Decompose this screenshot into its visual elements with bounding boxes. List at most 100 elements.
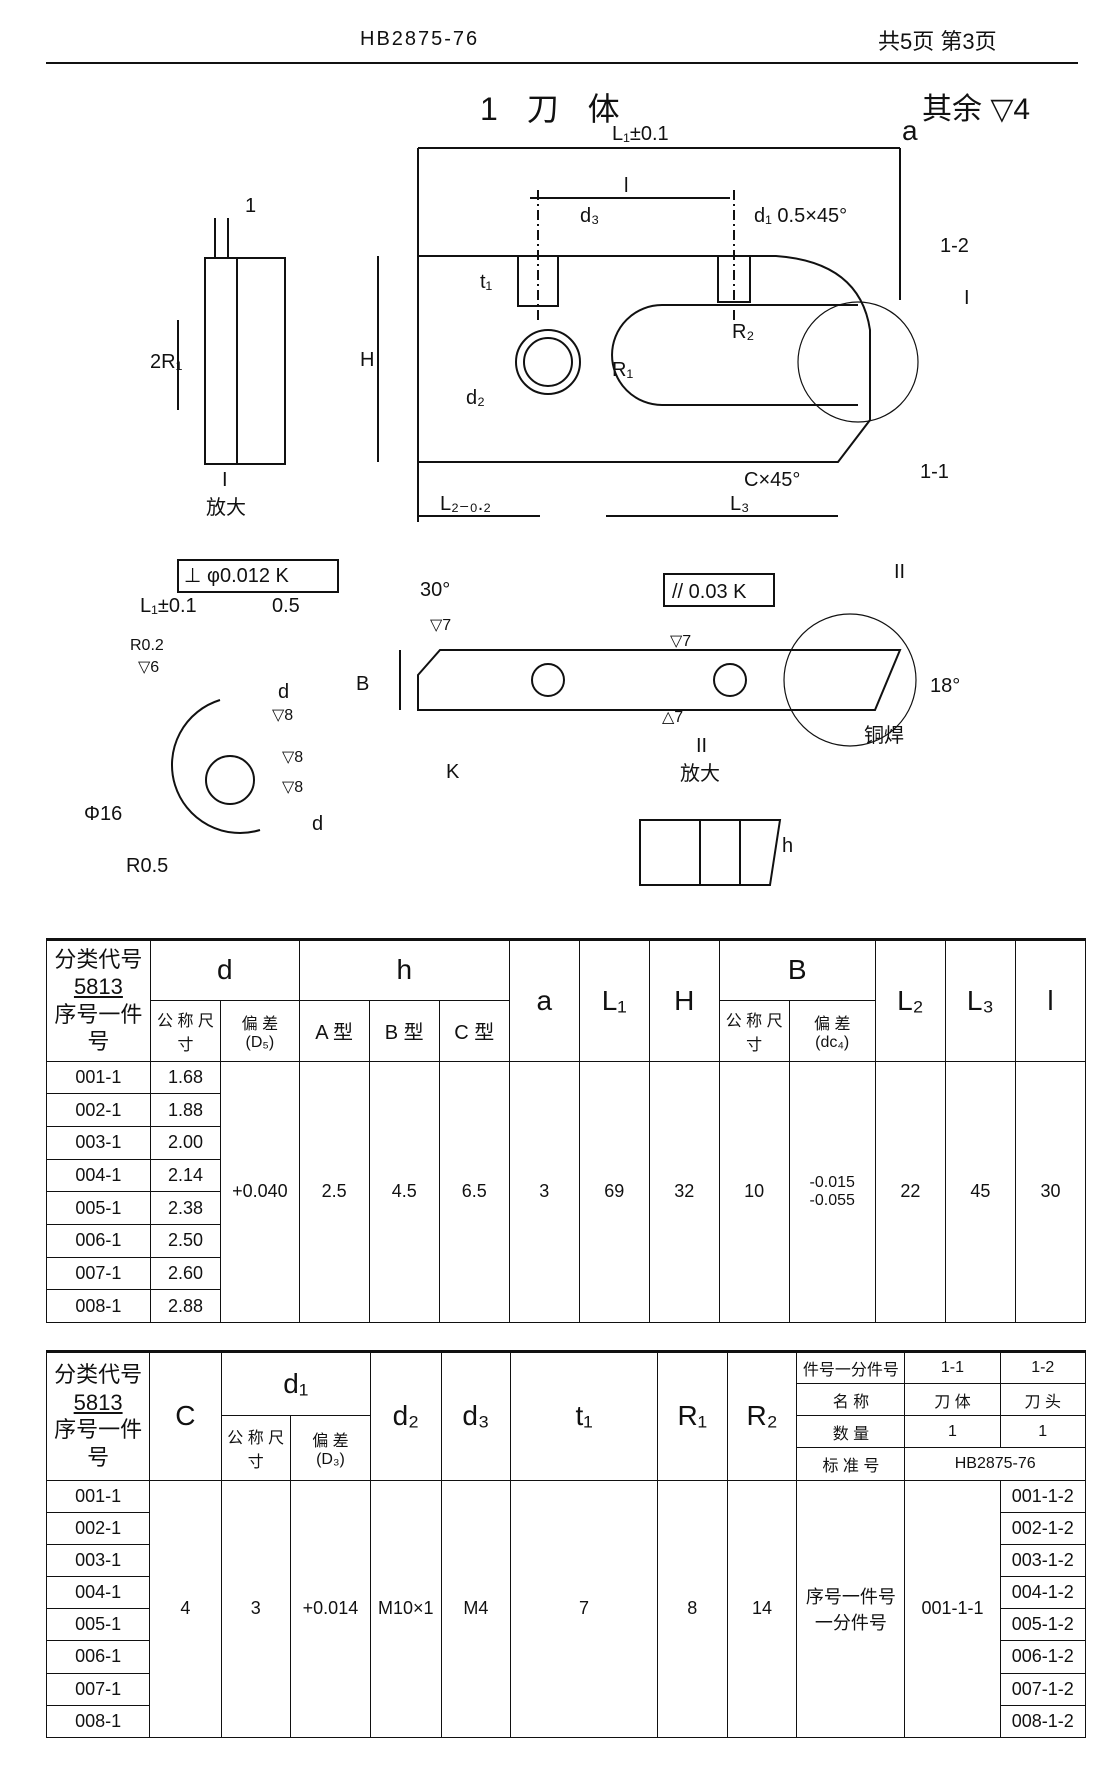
label-enlarge-I: I — [222, 469, 228, 491]
d2-hole — [515, 329, 581, 395]
header-b-deviation: 偏 差(dc₄) — [788, 999, 876, 1062]
label-1-1: 1-1 — [920, 461, 949, 483]
label-par-tol: // 0.03 K — [672, 581, 747, 603]
slot — [611, 304, 858, 406]
label-copper: 铜焊 — [864, 724, 904, 747]
label-R1: R₁ — [612, 359, 633, 381]
table2-corner: 分类代号 5813 序号一件号 — [45, 1351, 151, 1481]
label-d8b: ▽8 — [282, 749, 303, 766]
header-b-nominal: 公 称 尺 寸 — [718, 999, 790, 1062]
label-cx45: C×45° — [744, 469, 800, 491]
header-l2: L₂ — [874, 939, 946, 1062]
label-d: d — [278, 681, 289, 703]
label-B: B — [356, 673, 369, 695]
header-l3: L₃ — [944, 939, 1016, 1062]
label-v7c: △7 — [662, 709, 683, 726]
label-d6: ▽6 — [138, 659, 159, 676]
circle-view — [170, 699, 261, 835]
header-d-nominal: 公 称 尺 寸 — [149, 999, 222, 1062]
label-v7a: ▽7 — [430, 617, 451, 634]
parts-header-part-no: 件号一分件号 — [796, 1350, 906, 1385]
section-view — [417, 649, 902, 711]
label-h-small: h — [782, 835, 793, 857]
header-d-deviation: 偏 差(D₅) — [220, 999, 300, 1062]
header-h: h — [298, 939, 510, 1001]
label-r05: R0.5 — [126, 855, 168, 877]
label-2R1: 2R₁ — [150, 351, 183, 373]
dimension-table-1: 分类代号 5813 序号一件号 d h a L₁ H B L₂ L₃ l 公 称… — [46, 938, 1087, 1324]
header-h-c: C 型 — [438, 999, 510, 1062]
label-05: 0.5 — [272, 595, 300, 617]
dimension-table-2: 分类代号 5813 序号一件号 C d₁ d₂ d₃ t₁ R₁ R₂ 件号一分… — [45, 1350, 1087, 1739]
b-deviation-value: -0.015-0.055 — [788, 1060, 876, 1324]
header-t1: t₁ — [510, 1351, 658, 1481]
label-1-2: 1-2 — [940, 235, 969, 257]
header-d1-nominal: 公 称 尺 寸 — [220, 1415, 291, 1481]
label-t1: t₁ — [480, 271, 493, 293]
label-I: I — [964, 287, 970, 309]
header-r1: R₁ — [656, 1351, 728, 1481]
seq-value: 001-1-1 — [904, 1479, 1001, 1739]
label-d-right: d — [312, 813, 323, 835]
table-row: 001-1 1.68 +0.040 2.5 4.5 6.5 3 69 32 10… — [46, 1060, 1087, 1324]
parts-header-name: 名 称 — [796, 1383, 906, 1417]
label-a: a — [902, 115, 918, 146]
label-detail-II: II — [894, 561, 905, 583]
parts-header-qty: 数 量 — [796, 1415, 906, 1449]
label-l1-left: L₁±0.1 — [140, 595, 197, 617]
header-d: d — [149, 939, 300, 1001]
technical-drawing: L₁±0.1 a l d₃ d₁ 0.5×45° 1-2 I H t₁ R₂ R… — [84, 115, 970, 886]
header-a: a — [508, 939, 580, 1062]
header-c: C — [149, 1351, 222, 1481]
header-H: H — [648, 939, 720, 1062]
header-d2: d₂ — [370, 1351, 442, 1481]
standard-code: HB2875-76 — [360, 28, 480, 50]
enlarged-detail-II — [639, 819, 782, 886]
table1-corner: 分类代号 5813 序号一件号 — [46, 939, 151, 1062]
label-l: l — [624, 175, 628, 197]
seq-label: 序号一件号 一分件号 — [796, 1479, 906, 1739]
detail-circle-II — [783, 613, 917, 747]
roughness-note: 其余 ▽4 — [922, 93, 1031, 126]
label-perp-tol: ⊥ φ0.012 K — [184, 565, 290, 587]
header-l1: L₁ — [578, 939, 650, 1062]
header-rule — [46, 62, 1078, 64]
part-title: 1 刀 体 — [480, 91, 630, 127]
label-L2: L₂₋₀.₂ — [440, 493, 491, 515]
header-d1-deviation: 偏 差(D₃) — [289, 1415, 372, 1481]
header-B: B — [718, 939, 876, 1001]
label-d8c: ▽8 — [282, 779, 303, 796]
label-R2: R₂ — [732, 321, 754, 343]
parts-header-std: 标 准 号 — [796, 1447, 906, 1481]
header-l: l — [1014, 939, 1087, 1062]
header-d1: d₁ — [220, 1350, 372, 1417]
label-d3: d₃ — [580, 205, 599, 227]
label-H: H — [360, 349, 374, 371]
header-h-a: A 型 — [298, 999, 370, 1062]
label-enlarge-text: 放大 — [206, 496, 246, 519]
label-enlarge-II: II — [696, 735, 707, 757]
label-L3: L₃ — [730, 493, 749, 515]
label-30deg: 30° — [420, 579, 450, 601]
table-row: 001-1 4 3 +0.014 M10×1 M4 7 8 14 序号一件号 一… — [45, 1479, 1087, 1739]
body-outline — [417, 255, 871, 463]
label-enlarge-text2: 放大 — [680, 762, 720, 785]
label-1: 1 — [245, 195, 256, 217]
label-d2: d₂ — [466, 387, 485, 409]
page-indicator: 共5页 第3页 — [878, 29, 997, 54]
label-r02: R0.2 — [130, 637, 164, 654]
side-view — [204, 257, 238, 465]
header-r2: R₂ — [726, 1351, 798, 1481]
label-K: K — [446, 761, 460, 783]
label-d1: d₁ 0.5×45° — [754, 205, 847, 227]
